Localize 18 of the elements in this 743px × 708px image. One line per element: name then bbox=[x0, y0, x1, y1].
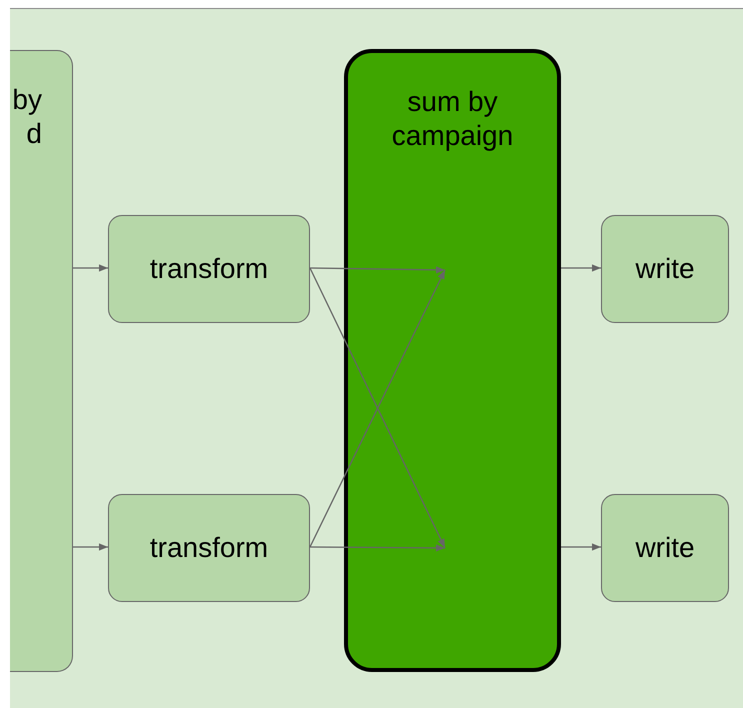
group-box bbox=[344, 49, 561, 672]
node-label: write bbox=[635, 531, 695, 565]
node-label: write bbox=[635, 252, 695, 286]
process-box bbox=[601, 494, 729, 602]
arrow bbox=[561, 543, 601, 551]
arrow bbox=[310, 266, 445, 274]
node-label: sum by campaign bbox=[390, 85, 514, 153]
node-label: transform bbox=[150, 252, 268, 286]
process-box bbox=[601, 215, 729, 323]
process-box bbox=[108, 494, 310, 602]
process-box bbox=[10, 50, 73, 672]
node-label: transform bbox=[150, 531, 268, 565]
arrow bbox=[561, 264, 601, 272]
arrow bbox=[73, 264, 108, 272]
arrow bbox=[73, 543, 108, 551]
arrow bbox=[310, 544, 445, 552]
node-label: by d bbox=[11, 83, 42, 151]
process-box bbox=[108, 215, 310, 323]
